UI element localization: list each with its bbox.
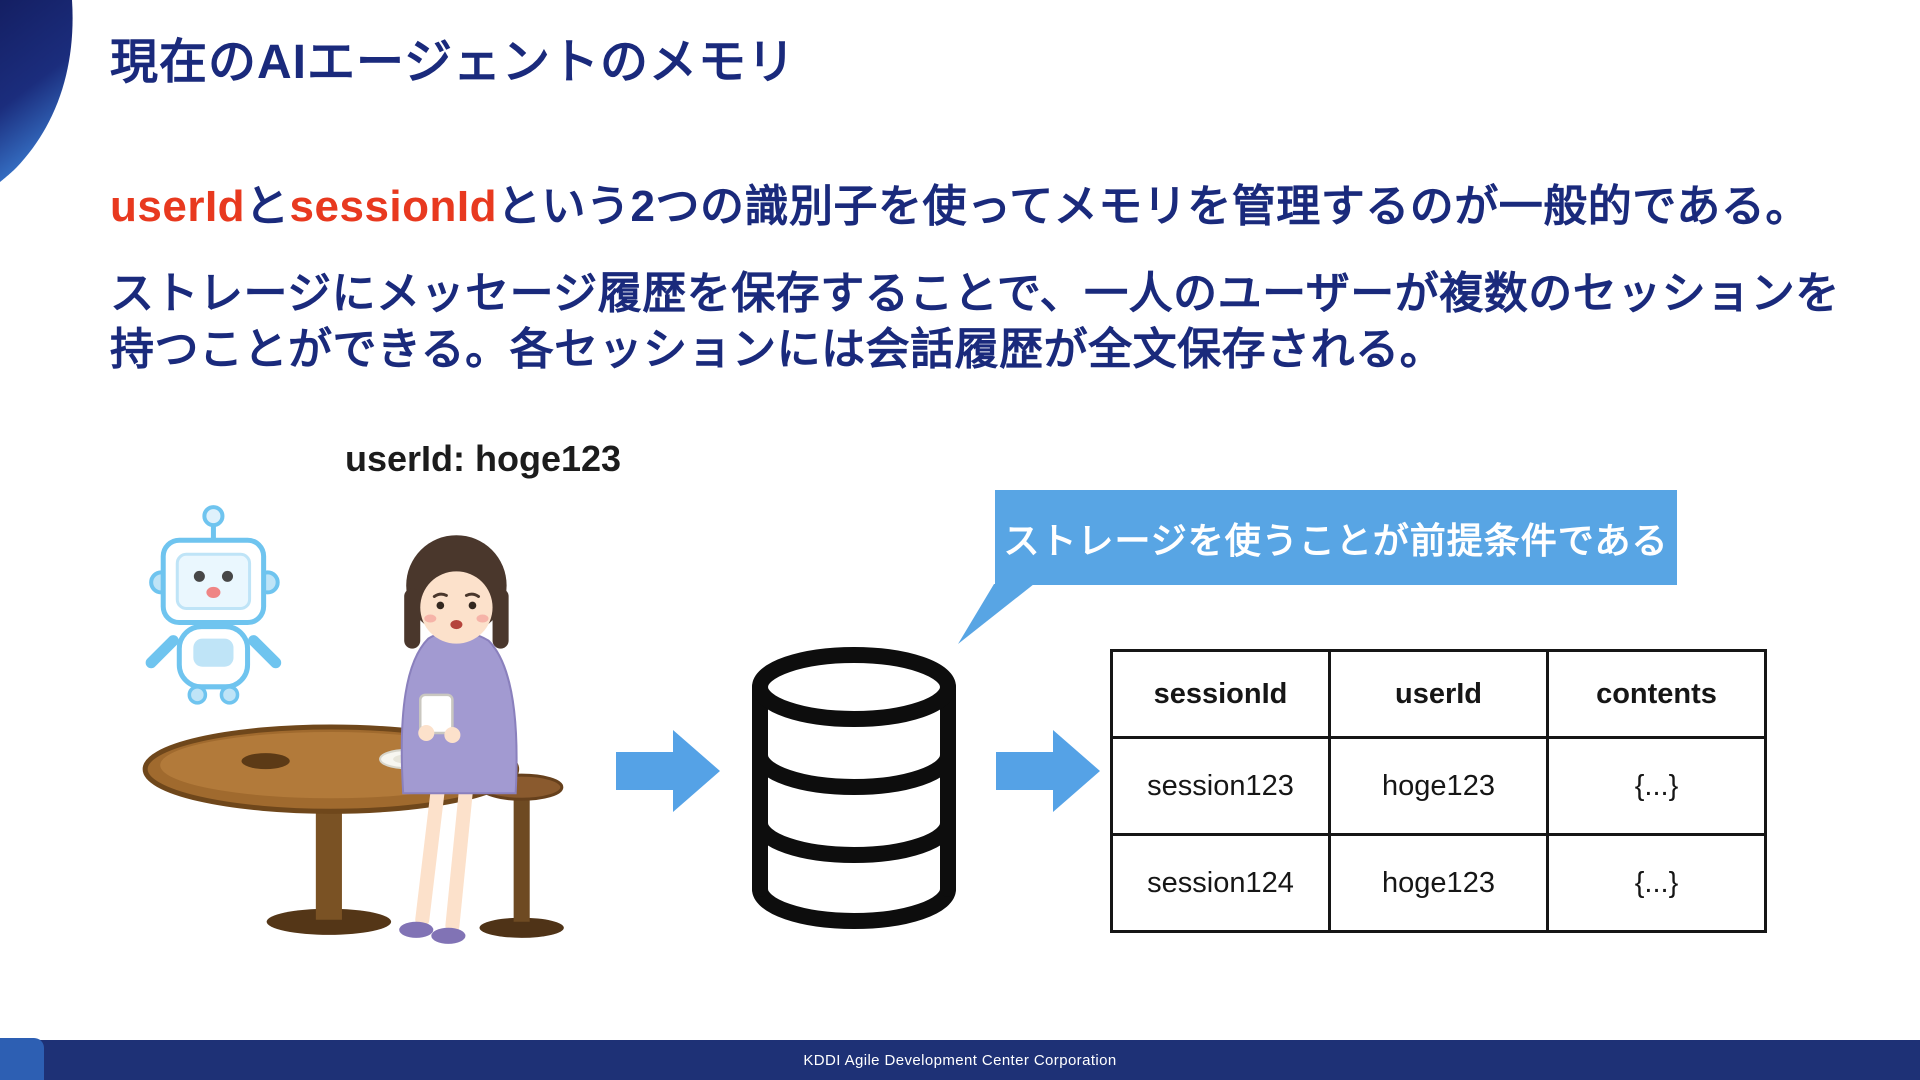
- intro-paragraph: userIdとsessionIdという2つの識別子を使ってメモリを管理するのが一…: [110, 170, 1810, 234]
- body-paragraph: ストレージにメッセージ履歴を保存することで、一人のユーザーが複数のセッションを …: [110, 266, 1840, 378]
- body-line-2: 持つことができる。各セッションには会話履歴が全文保存される。: [110, 324, 1445, 374]
- woman-at-table-illustration: [142, 505, 564, 944]
- cell-contents: {...}: [1546, 833, 1767, 933]
- corner-accent-shape: [0, 0, 73, 182]
- cell-userid: hoge123: [1328, 833, 1549, 933]
- table-row: session123 hoge123 {...}: [1110, 736, 1767, 836]
- body-line-1: ストレージにメッセージ履歴を保存することで、一人のユーザーが複数のセッションを: [110, 269, 1840, 318]
- header-contents: contents: [1546, 649, 1767, 739]
- stool-illustration: [479, 773, 564, 938]
- woman-illustration: [399, 535, 518, 944]
- header-userid: userId: [1328, 649, 1549, 739]
- userid-label: userId: hoge123: [345, 438, 622, 479]
- arrow-right-icon: [996, 730, 1100, 812]
- session-table: sessionId userId contents session123 hog…: [1110, 649, 1767, 933]
- intro-connector: と: [245, 182, 290, 231]
- database-icon: [752, 647, 956, 929]
- header-sessionid: sessionId: [1110, 649, 1331, 739]
- footer-bar: KDDI Agile Development Center Corporatio…: [0, 1040, 1920, 1080]
- cell-contents: {...}: [1546, 736, 1767, 836]
- callout-tail: [958, 584, 1034, 644]
- userid-highlight: userId: [110, 182, 246, 231]
- table-row: session124 hoge123 {...}: [1110, 833, 1767, 933]
- footer-text: KDDI Agile Development Center Corporatio…: [803, 1051, 1117, 1069]
- cell-userid: hoge123: [1328, 736, 1549, 836]
- callout-bubble: ストレージを使うことが前提条件である: [995, 490, 1677, 585]
- arrow-right-icon: [616, 730, 720, 812]
- sessionid-highlight: sessionId: [289, 182, 498, 231]
- robot-illustration: [145, 505, 282, 705]
- intro-rest: という2つの識別子を使ってメモリを管理するのが一般的である。: [497, 182, 1810, 231]
- footer-accent-shape: [0, 1038, 44, 1080]
- callout-text: ストレージを使うことが前提条件である: [1003, 519, 1669, 561]
- cell-sessionid: session123: [1110, 736, 1331, 836]
- table-header-row: sessionId userId contents: [1110, 649, 1767, 739]
- cell-sessionid: session124: [1110, 833, 1331, 933]
- page-title: 現在のAIエージェントのメモリ: [110, 36, 797, 89]
